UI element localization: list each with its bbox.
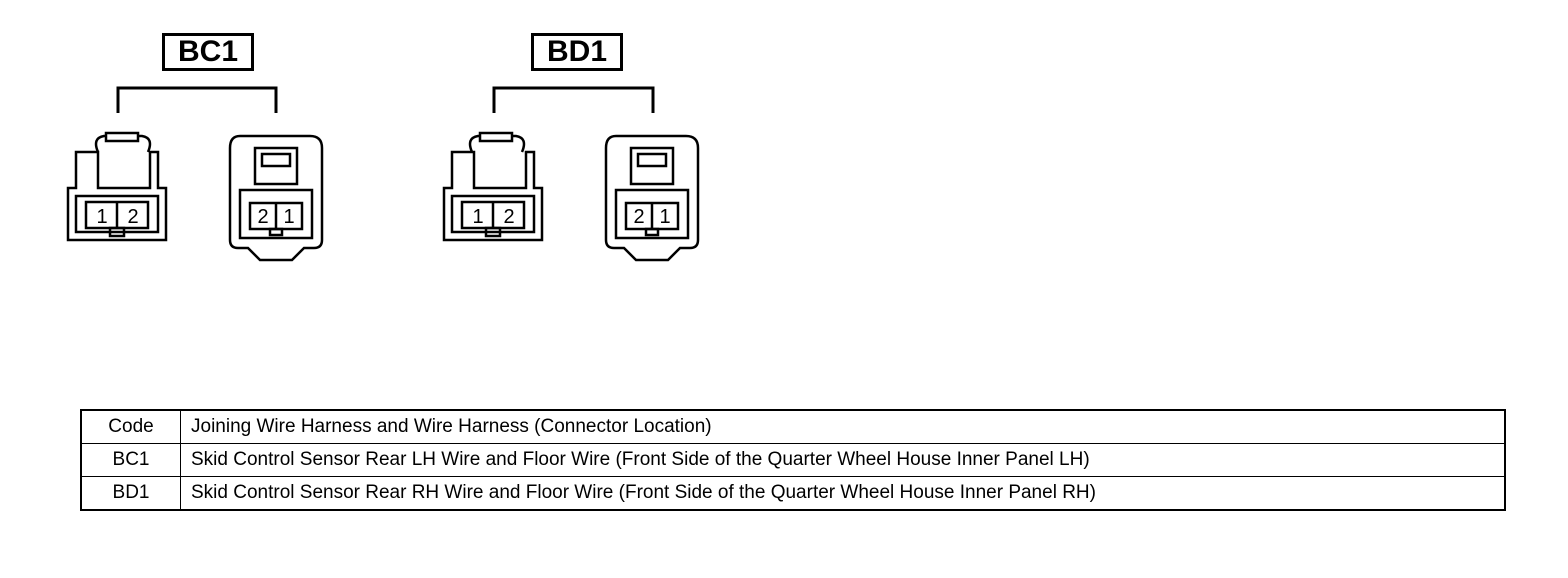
connector-code-label-bd1: BD1: [531, 33, 623, 71]
table-header-description: Joining Wire Harness and Wire Harness (C…: [180, 409, 1506, 444]
table-cell-description: Skid Control Sensor Rear RH Wire and Flo…: [180, 476, 1506, 511]
table-header-row: Code Joining Wire Harness and Wire Harne…: [80, 409, 1506, 444]
connector-group-bd1: [442, 86, 700, 262]
pin-label: 1: [283, 206, 294, 228]
table-row: BD1 Skid Control Sensor Rear RH Wire and…: [80, 476, 1506, 511]
connector-diagram: 1 2 2 1 1 2 2 1: [66, 86, 700, 262]
pin-label: 2: [633, 206, 644, 228]
table-row: BC1 Skid Control Sensor Rear LH Wire and…: [80, 443, 1506, 477]
connector-code-label-bc1: BC1: [162, 33, 254, 71]
table-header-code: Code: [80, 409, 181, 444]
pin-label: 1: [96, 206, 107, 228]
pin-label: 1: [472, 206, 483, 228]
pin-label: 1: [659, 206, 670, 228]
connector-group-bc1: [66, 86, 324, 262]
connector-bd1-left: [442, 131, 544, 242]
pin-label: 2: [503, 206, 514, 228]
table-cell-code: BC1: [80, 443, 181, 477]
bracket-bd1: [492, 86, 655, 113]
connector-code-table: Code Joining Wire Harness and Wire Harne…: [80, 409, 1506, 511]
connector-bc1-left: [66, 131, 168, 242]
pin-label: 2: [257, 206, 268, 228]
connector-bc1-right: [228, 134, 324, 262]
pin-label: 2: [127, 206, 138, 228]
table-cell-description: Skid Control Sensor Rear LH Wire and Flo…: [180, 443, 1506, 477]
table-cell-code: BD1: [80, 476, 181, 511]
bracket-bc1: [116, 86, 278, 113]
connector-bd1-right: [604, 134, 700, 262]
